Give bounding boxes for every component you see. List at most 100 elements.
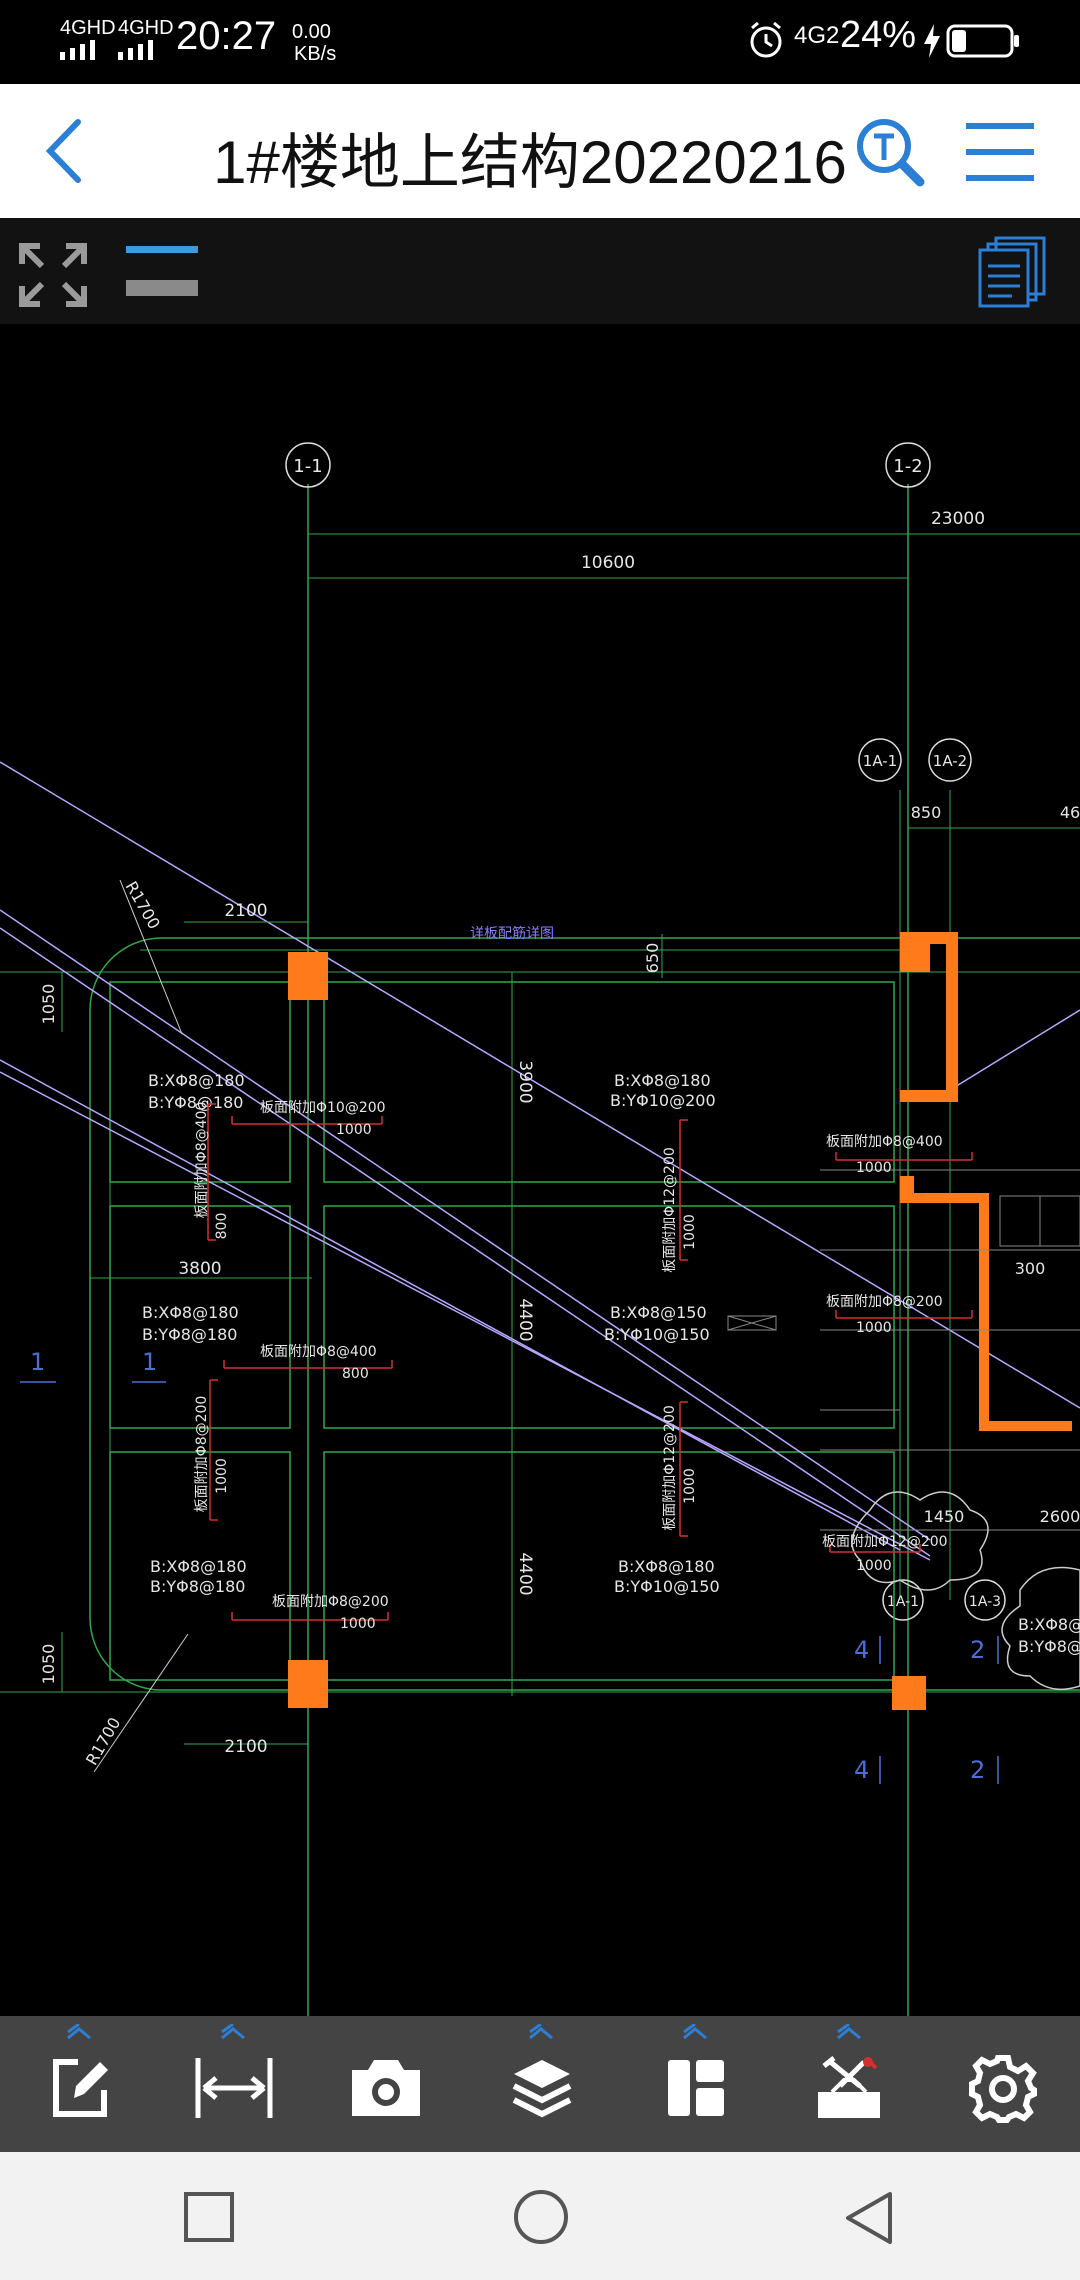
home-button[interactable] [512, 2188, 570, 2246]
section-label: 4 [854, 1756, 869, 1784]
rebar-note: 板面附加Φ12@200 [662, 1405, 678, 1531]
chevron-up-icon [67, 2024, 91, 2040]
settings-button[interactable] [926, 2016, 1080, 2152]
slab-note: B:XΦ8@180 [142, 1303, 239, 1322]
chevron-up-icon [683, 2024, 707, 2040]
annotate-tool-button[interactable] [2, 2016, 156, 2152]
section-label: 1 [142, 1348, 157, 1376]
axis-label: 1A-2 [933, 752, 967, 770]
layers-tool-button[interactable] [464, 2016, 618, 2152]
rebar-note: 1000 [682, 1214, 698, 1250]
search-button[interactable] [854, 116, 926, 188]
triangle-back-icon [846, 2192, 892, 2244]
slab-note: B:YΦ8@180 [148, 1093, 243, 1112]
status-bar: 4GHD 4GHD 20:27 0.00 KB/s 4G2 24% [0, 0, 1080, 84]
page-title: 1#楼地上结构20220216 [213, 129, 847, 196]
rebar-note: 1000 [336, 1122, 372, 1138]
layout-lines-button[interactable] [124, 238, 200, 308]
hamburger-menu-icon [966, 123, 1034, 181]
axis-label: 1A-3 [969, 1594, 1001, 1610]
edit-note-icon [53, 2059, 108, 2117]
rebar-note: 板面附加Φ8@200 [272, 1594, 389, 1610]
camera-icon [352, 2060, 420, 2116]
section-label: 2 [970, 1636, 985, 1664]
dimension-text: 2100 [224, 1737, 267, 1757]
axis-label: 1-1 [293, 456, 322, 477]
slab-note: B:YΦ10@200 [610, 1091, 716, 1110]
network-label-2: 4GHD [118, 17, 174, 39]
document-stack-icon [978, 236, 1046, 308]
system-nav-bar [0, 2152, 1080, 2280]
sheets-button[interactable] [978, 236, 1050, 310]
dimension-text: 850 [911, 803, 942, 822]
chevron-up-icon [529, 2024, 553, 2040]
recents-button[interactable] [182, 2190, 236, 2244]
battery-percent: 24% [840, 14, 917, 56]
clock: 20:27 [176, 14, 277, 58]
rebar-note: 板面附加Φ12@200 [822, 1534, 948, 1550]
text-search-icon [857, 119, 925, 187]
slab-note: B:YΦ10@150 [614, 1577, 720, 1596]
network-label-1: 4GHD [60, 17, 116, 39]
slab-note: B:XΦ8@180 [148, 1071, 245, 1090]
square-recents-icon [184, 2192, 234, 2242]
bottom-toolbar [0, 2016, 1080, 2152]
slab-note: B:YΦ10@150 [604, 1325, 710, 1344]
dimension-text: 2100 [224, 901, 267, 921]
drawing-canvas[interactable]: 1-1 1-2 1A-1 1A-2 1A-1 1A-3 23000 10600 … [0, 324, 1080, 2016]
circle-home-icon [514, 2190, 568, 2244]
dimension-text: 3900 [515, 1060, 535, 1103]
dimension-text: 650 [643, 943, 662, 974]
slab-note: B:XΦ8@180 [618, 1557, 715, 1576]
charging-icon [922, 24, 942, 62]
axis-label: 1A-1 [887, 1594, 919, 1610]
rebar-note: 板面附加Φ8@200 [826, 1294, 943, 1310]
dimension-text: 4400 [515, 1298, 535, 1341]
measure-tool-button[interactable] [156, 2016, 310, 2152]
net-speed-unit: KB/s [294, 43, 337, 65]
detail-reference-label: 详板配筋详图 [470, 925, 554, 942]
network-label-3: 4G2 [794, 22, 840, 49]
slab-note: B:XΦ8@180 [150, 1557, 247, 1576]
menu-button[interactable] [962, 120, 1038, 184]
slab-note: B:XΦ8@2 [1018, 1615, 1080, 1634]
axis-label: 1A-1 [863, 752, 897, 770]
section-label: 2 [970, 1756, 985, 1784]
cad-drawing[interactable]: 1-1 1-2 1A-1 1A-2 1A-1 1A-3 23000 10600 … [0, 324, 1080, 2016]
net-speed-value: 0.00 [292, 21, 331, 43]
rebar-note: 板面附加Φ8@200 [194, 1396, 210, 1513]
chevron-up-icon [837, 2024, 861, 2040]
dimension-text: 1050 [39, 1644, 58, 1685]
expand-arrows-icon [19, 243, 87, 307]
layers-icon [512, 2060, 572, 2118]
slab-note: B:XΦ8@150 [610, 1303, 707, 1322]
system-back-button[interactable] [842, 2190, 896, 2246]
section-label: 4 [854, 1636, 869, 1664]
dimension-text: 10600 [581, 553, 635, 573]
slab-note: B:YΦ8@180 [142, 1325, 237, 1344]
section-label: 1 [30, 1348, 45, 1376]
chevron-up-icon [221, 2024, 245, 2040]
dimension-text: 3800 [178, 1259, 221, 1279]
dimension-text: 2600 [1040, 1507, 1080, 1526]
dimension-text: R1700 [122, 878, 164, 932]
view-toolbar [0, 218, 1080, 324]
dimension-text: 1050 [39, 984, 58, 1025]
dimension-text: 46 [1060, 803, 1080, 822]
rebar-note: 800 [214, 1213, 230, 1240]
fullscreen-button[interactable] [16, 240, 90, 310]
slab-note: B:YΦ8@180 [150, 1577, 245, 1596]
back-button[interactable] [34, 114, 94, 188]
rebar-note: 板面附加Φ8@400 [194, 1102, 210, 1219]
rebar-note: 板面附加Φ12@200 [662, 1147, 678, 1273]
dimension-text: 1450 [924, 1507, 965, 1526]
tools-button[interactable] [772, 2016, 926, 2152]
alarm-icon [746, 20, 786, 64]
toolbox-icon [818, 2056, 880, 2118]
settings-gear-icon [969, 2055, 1037, 2123]
dimension-text: 23000 [931, 509, 985, 529]
camera-tool-button[interactable] [310, 2016, 464, 2152]
signal-icon-1 [58, 40, 102, 64]
rebar-note: 1000 [856, 1160, 892, 1176]
layout-tool-button[interactable] [618, 2016, 772, 2152]
